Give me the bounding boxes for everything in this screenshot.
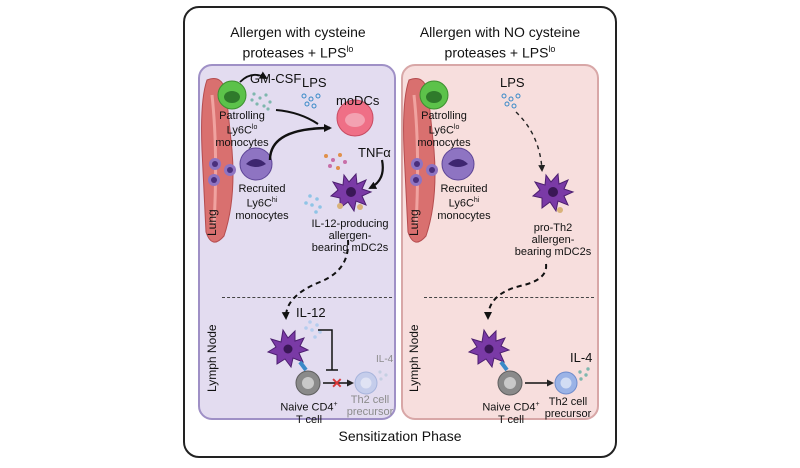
right-panel-title: Allergen with NO cysteine proteases + LP… [419, 24, 581, 61]
left-tnf-label: TNFα [358, 145, 391, 160]
left-modc-label: moDCs [336, 93, 380, 108]
left-inhibition-line [318, 329, 338, 371]
right-lps-dots [501, 93, 521, 109]
right-vessel-cells [410, 158, 438, 186]
left-il12-label: IL-12 [296, 305, 326, 320]
left-lymph-dc [266, 328, 310, 369]
left-gmcsf-arrow [239, 71, 268, 83]
left-lung-label: Lung [205, 209, 219, 236]
left-il12-dots-lung [304, 194, 322, 214]
right-lps-label: LPS [500, 75, 525, 90]
right-mdc2-label: pro-Th2 allergen- bearing mDC2s [514, 222, 592, 258]
left-migration-arrow [281, 239, 350, 320]
right-th2-cell [554, 371, 578, 395]
left-lung-node-divider [222, 297, 392, 298]
left-recruited-label: Recruited Ly6Chi monocytes [235, 183, 289, 222]
left-il12-dots-node [304, 320, 322, 339]
right-tcr-contact [499, 360, 509, 372]
right-lps-arrow [515, 111, 546, 172]
left-lps-label: LPS [302, 75, 327, 90]
left-panel-title: Allergen with cysteine proteases + LPSlo [230, 24, 366, 61]
right-lymph-node-label: Lymph Node [407, 324, 421, 392]
left-naive-t-label: Naive CD4+ T cell [280, 401, 338, 426]
left-il4-label: IL-4 [376, 354, 394, 365]
left-mdc2-label: IL-12-producing allergen- bearing mDC2s [311, 218, 389, 254]
left-patrolling-label: Patrolling Ly6Clo monocytes [215, 110, 269, 149]
left-tnf-arrow [368, 159, 384, 189]
left-gmcsf-dots [250, 92, 272, 111]
left-lps-dots [301, 93, 321, 109]
left-recruit-to-modc-arrow [268, 124, 332, 161]
right-recruited-label: Recruited Ly6Chi monocytes [437, 183, 491, 222]
right-patrolling-label: Patrolling Ly6Clo monocytes [417, 110, 471, 149]
left-vessel-cells [208, 158, 236, 186]
right-patrolling-monocyte [419, 80, 449, 110]
right-th2-label: Th2 cell precursor [544, 396, 592, 420]
right-recruited-monocyte [441, 147, 475, 181]
right-il4-dots [578, 367, 590, 381]
left-recruited-monocyte [239, 147, 273, 181]
right-naive-t-label: Naive CD4+ T cell [482, 401, 540, 426]
left-tcr-contact [298, 360, 308, 372]
left-modc-cell [336, 99, 374, 137]
right-naive-t-cell [497, 370, 523, 396]
right-mdc2-cell [531, 172, 575, 213]
left-lymph-node-label: Lymph Node [205, 324, 219, 392]
right-migration-arrow [484, 263, 548, 320]
left-block-cross: ✕ [331, 375, 343, 391]
left-th2-cell [354, 371, 378, 395]
left-tnf-dots [324, 153, 347, 170]
left-patrolling-monocyte [217, 80, 247, 110]
right-lymph-dc [467, 328, 511, 369]
left-naive-t-cell [295, 370, 321, 396]
left-th2-label: Th2 cell precursor [346, 394, 394, 418]
right-lung-node-divider [424, 297, 594, 298]
left-il4-dots [378, 370, 388, 381]
left-gmcsf-to-modc-arrow [275, 109, 319, 125]
right-il4-label: IL-4 [570, 350, 593, 365]
left-mdc2-cell [329, 172, 373, 213]
footer-caption: Sensitization Phase [338, 428, 462, 444]
right-lung-label: Lung [407, 209, 421, 236]
left-gmcsf-label: GM-CSF [250, 71, 302, 86]
